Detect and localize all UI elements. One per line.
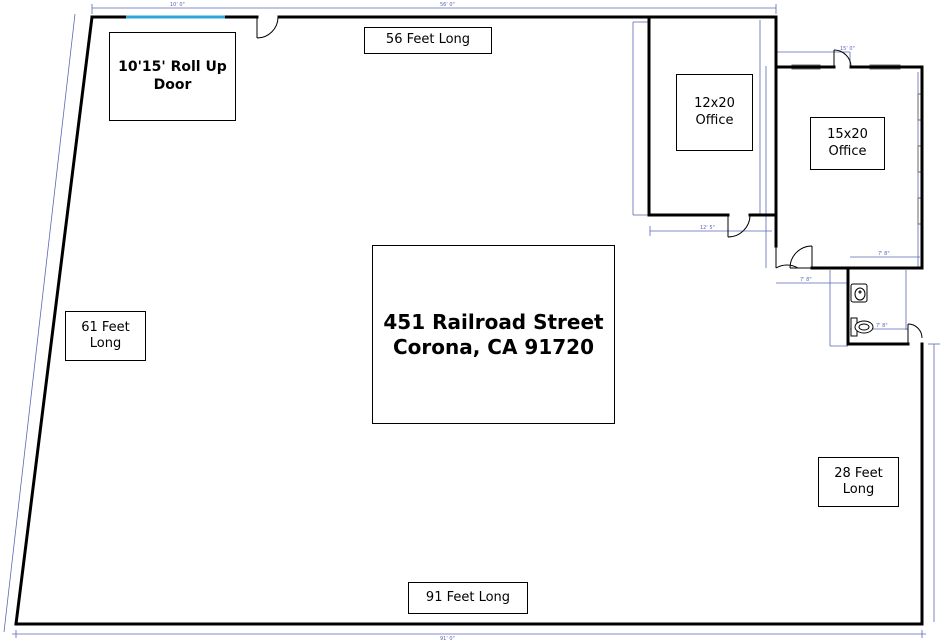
bottom-length-label: 91 Feet Long bbox=[408, 582, 528, 614]
right-length-label: 28 Feet Long bbox=[818, 457, 899, 507]
doors bbox=[256, 16, 923, 344]
left-length-label: 61 Feet Long bbox=[65, 311, 146, 361]
top-length-label: 56 Feet Long bbox=[364, 27, 492, 54]
door-icon bbox=[256, 16, 279, 39]
office-12x20-label: 12x20 Office bbox=[676, 74, 753, 151]
dimension-lines bbox=[3, 4, 940, 638]
office-15x20-label: 15x20 Office bbox=[810, 117, 885, 170]
toilet-icon bbox=[850, 317, 874, 337]
roll-up-door-label: 10'15' Roll Up Door bbox=[109, 32, 236, 121]
walls bbox=[14, 15, 924, 626]
sink-icon bbox=[850, 283, 868, 303]
door-icon bbox=[833, 49, 852, 68]
door-icon bbox=[775, 245, 813, 269]
svg-text:15' 0": 15' 0" bbox=[840, 46, 855, 52]
address-label: 451 Railroad Street Corona, CA 91720 bbox=[372, 245, 615, 424]
svg-text:7' 8": 7' 8" bbox=[800, 277, 812, 283]
dimension-ticks: 56' 0" 10' 0" 91' 0" 12' 5" 15' 0" 7' 8"… bbox=[170, 2, 890, 642]
restroom-fixtures bbox=[850, 283, 874, 337]
door-icon bbox=[727, 214, 751, 238]
svg-text:7' 8": 7' 8" bbox=[876, 323, 888, 329]
svg-text:7' 8": 7' 8" bbox=[878, 251, 890, 257]
svg-text:91' 0": 91' 0" bbox=[440, 636, 455, 642]
door-icon bbox=[907, 323, 923, 344]
svg-text:56' 0": 56' 0" bbox=[440, 2, 455, 8]
svg-text:12' 5": 12' 5" bbox=[700, 225, 715, 231]
svg-text:10' 0": 10' 0" bbox=[170, 2, 185, 8]
